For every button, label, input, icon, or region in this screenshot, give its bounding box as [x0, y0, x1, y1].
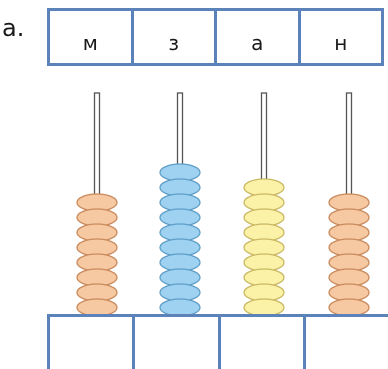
answer-cell-tens[interactable] — [221, 317, 306, 369]
header-cell-thousands: м — [50, 11, 134, 63]
answer-cell-hundreds[interactable] — [135, 317, 221, 369]
answer-row — [47, 314, 388, 369]
abacus-rod — [345, 92, 353, 201]
header-cell-tens: а — [217, 11, 301, 63]
exercise-label: a. — [2, 14, 25, 42]
header-cell-hundreds: з — [134, 11, 217, 63]
place-value-header: м з а н — [47, 8, 384, 66]
abacus-rod — [93, 92, 101, 201]
header-cell-ones: н — [334, 31, 348, 55]
abacus-rod — [176, 92, 184, 171]
answer-cell-ones[interactable] — [306, 317, 388, 369]
answer-cell-thousands[interactable] — [50, 317, 136, 369]
abacus-rod — [260, 92, 268, 186]
